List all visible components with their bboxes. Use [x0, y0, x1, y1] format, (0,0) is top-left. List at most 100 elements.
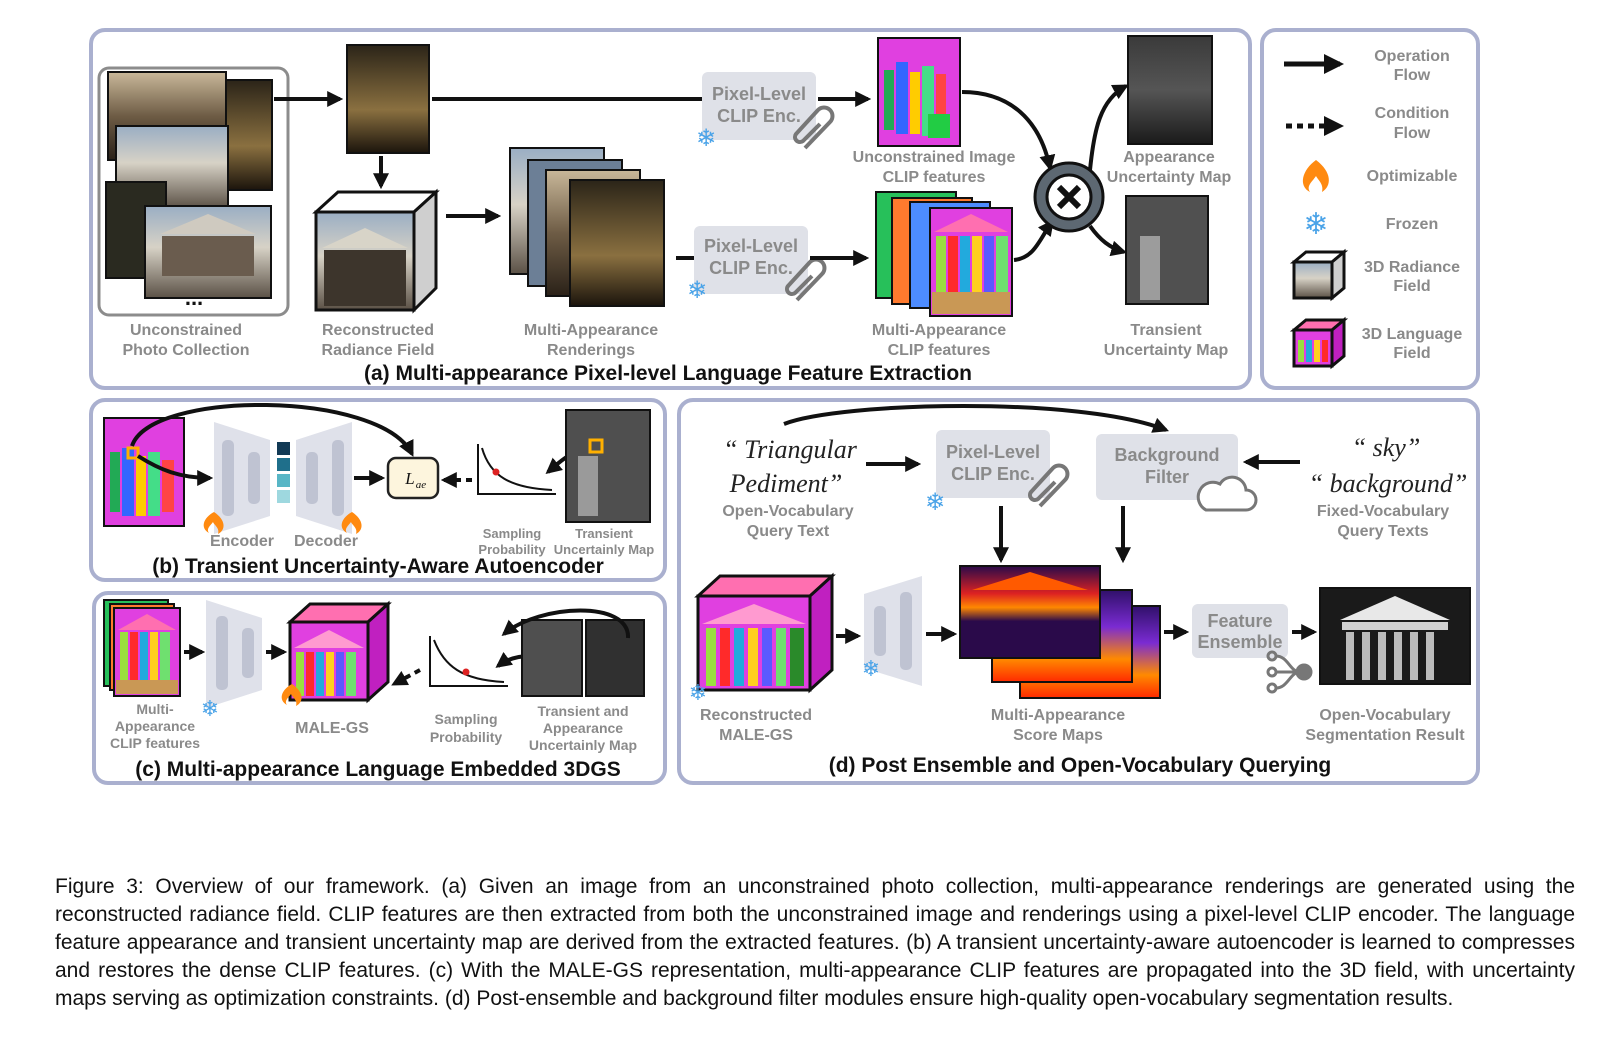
renderings-stack [509, 147, 665, 307]
decoder-label: Decoder [294, 533, 358, 550]
input-image [346, 44, 430, 154]
clip-icon [793, 105, 835, 150]
transient-uncertainty-map [1125, 195, 1209, 305]
language-cube-icon [1289, 316, 1349, 370]
frozen-icon: ❄ [687, 276, 707, 304]
panel-d-title: (d) Post Ensemble and Open-Vocabulary Qu… [829, 754, 1332, 777]
d-encoder [864, 576, 922, 686]
radiance-cube-icon [1289, 248, 1349, 302]
query-pediment: Pediment” [729, 469, 843, 498]
arrow-bottom-to-op [1013, 219, 1054, 262]
snowflake-icon: ❄ [689, 681, 707, 706]
autoencoder [214, 422, 352, 534]
d-malegs-cube [694, 572, 836, 694]
sampling-curve [477, 444, 556, 495]
arrow-top-to-op [961, 90, 1056, 172]
encoder-label: Encoder [210, 533, 274, 550]
snowflake-icon: ❄ [201, 697, 219, 722]
radiance-field-cube [312, 188, 440, 314]
panel-b-title: (b) Transient Uncertainty-Aware Autoenco… [152, 555, 604, 578]
fixed-query-sky: “ sky” [1352, 433, 1421, 462]
panel-c-frame [92, 591, 667, 785]
flame-icon [341, 512, 362, 534]
query-triangular: “ Triangular [723, 435, 858, 464]
arrow-op-to-appearance [1088, 84, 1129, 171]
panel-a-frame [89, 28, 1252, 390]
c-encoder [206, 600, 262, 708]
arrow-b-to-encoder [136, 454, 214, 486]
svg-text:ae: ae [416, 479, 427, 491]
malegs-cube [286, 600, 392, 704]
unconstrained-clip-features [877, 37, 961, 147]
merge-icon [1266, 650, 1313, 694]
panel-b-frame [89, 398, 667, 582]
figure-caption: Figure 3: Overview of our framework. (a)… [55, 875, 1575, 1010]
arrow-b-loop [130, 402, 414, 457]
c-transient-map [521, 619, 583, 697]
snowflake-icon: ❄ [1303, 207, 1328, 242]
transient-figure [1140, 236, 1160, 300]
frozen-icon: ❄ [696, 124, 716, 152]
panel-a-title: (a) Multi-appearance Pixel-level Languag… [364, 362, 972, 385]
legend-frozen: Frozen [1386, 216, 1438, 233]
legend-optimizable: Optimizable [1367, 168, 1458, 185]
score-maps [959, 565, 1161, 699]
segmentation-result [1319, 587, 1471, 685]
cloud-icon [1196, 475, 1258, 512]
multi-clip-features [875, 191, 1013, 317]
flame-icon [281, 684, 302, 706]
clip-icon [785, 257, 827, 302]
snowflake-icon: ❄ [925, 488, 945, 516]
b-sample-box [588, 438, 604, 454]
condition-arrow-to-malegs [391, 668, 421, 686]
photo-ellipsis: ... [185, 285, 203, 310]
legend-frame [1260, 28, 1480, 390]
loss-box: L ae [386, 456, 440, 500]
photo-collection [97, 66, 290, 317]
clip-icon [1028, 463, 1070, 508]
multiply-operator [1033, 161, 1105, 233]
c-sampling-curve [429, 636, 508, 687]
svg-text:L: L [404, 469, 414, 488]
appearance-uncertainty-map [1127, 35, 1213, 145]
panel-c-title: (c) Multi-appearance Language Embedded 3… [135, 758, 620, 781]
snowflake-icon: ❄ [862, 657, 880, 682]
fixed-query-background: “ background” [1309, 469, 1468, 498]
malegs-label: MALE-GS [295, 720, 369, 737]
flame-icon [203, 512, 224, 534]
flame-icon [1302, 160, 1329, 192]
c-appearance-map [585, 619, 645, 697]
c-clip-stack [103, 599, 181, 697]
